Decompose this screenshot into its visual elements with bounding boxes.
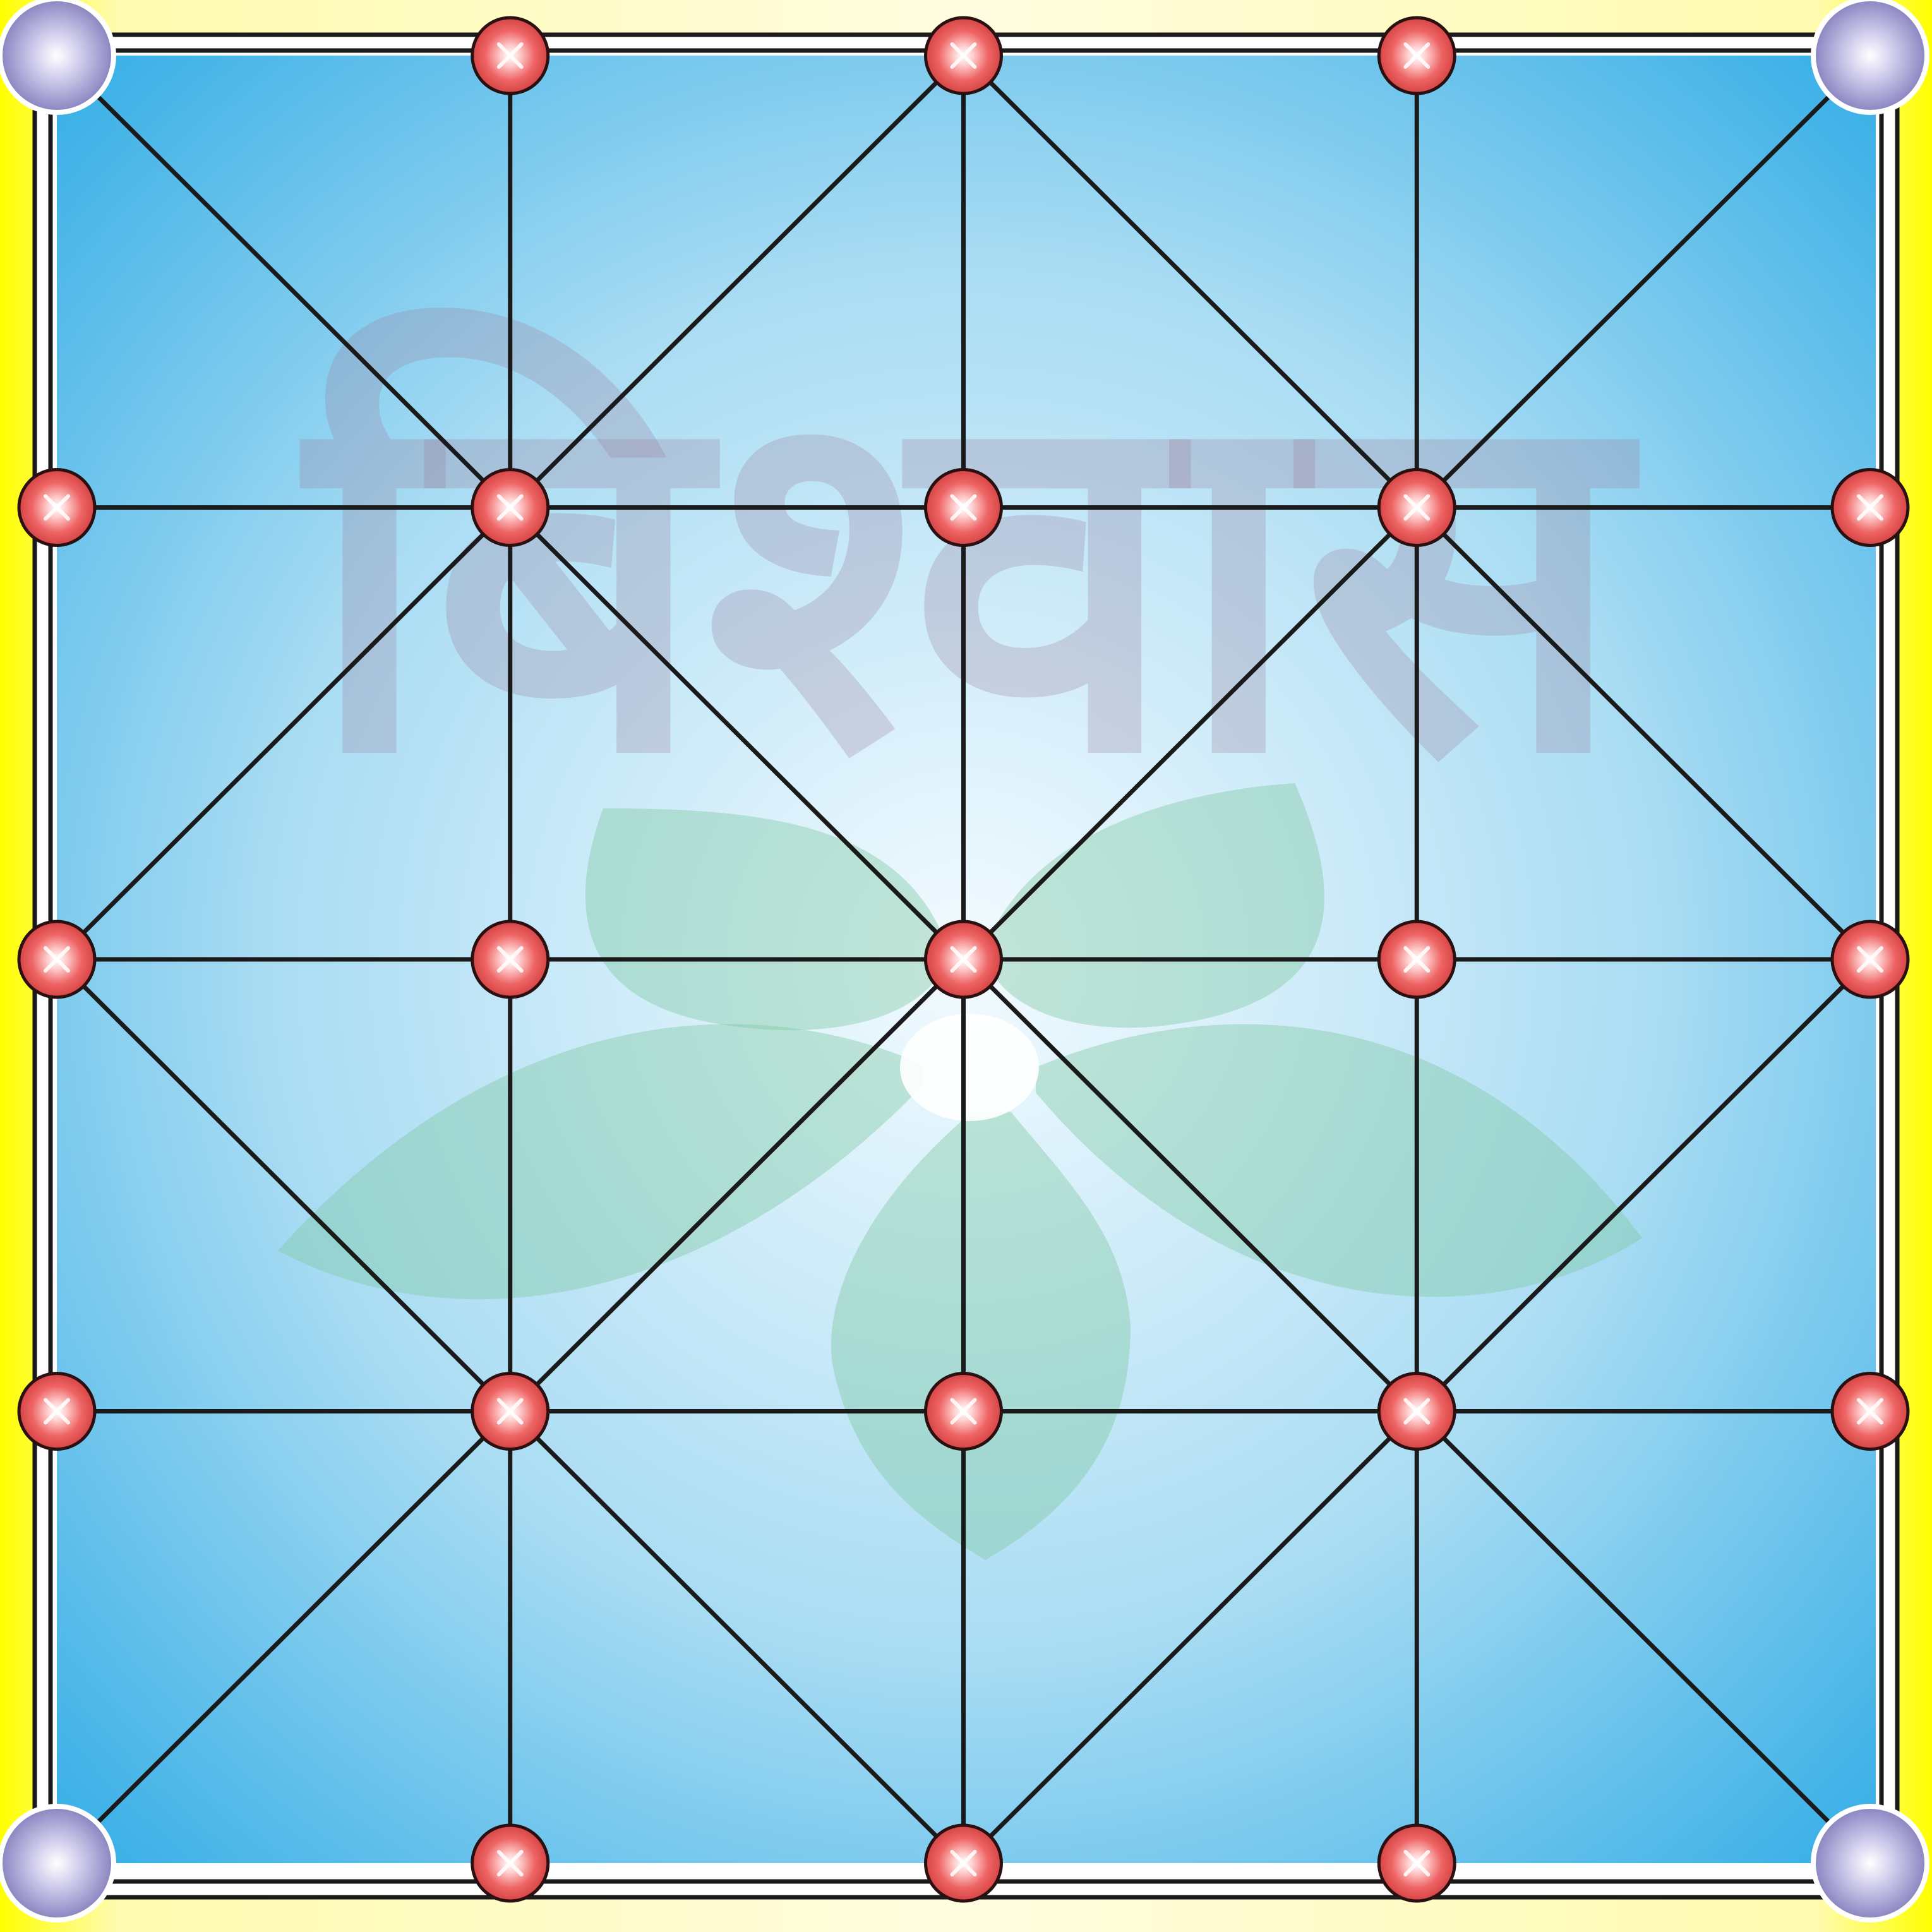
red-piece[interactable] (472, 470, 548, 546)
red-piece[interactable] (19, 921, 95, 997)
red-piece[interactable] (472, 1374, 548, 1449)
red-piece[interactable] (19, 470, 95, 546)
red-piece[interactable] (472, 921, 548, 997)
red-piece[interactable] (1379, 470, 1455, 546)
red-piece[interactable] (1379, 921, 1455, 997)
blue-piece[interactable] (1813, 1806, 1927, 1920)
blue-piece[interactable] (0, 1806, 114, 1920)
blue-piece[interactable] (1813, 0, 1927, 112)
red-piece[interactable] (472, 18, 548, 93)
red-piece[interactable] (926, 470, 1002, 546)
blue-piece[interactable] (0, 0, 114, 112)
red-piece[interactable] (1379, 1374, 1455, 1449)
red-piece[interactable] (926, 921, 1002, 997)
red-piece[interactable] (926, 1825, 1002, 1901)
red-piece[interactable] (926, 18, 1002, 93)
red-piece[interactable] (1832, 921, 1908, 997)
watermark-flower-center (900, 1014, 1039, 1121)
red-piece[interactable] (1379, 1825, 1455, 1901)
red-piece[interactable] (1832, 470, 1908, 546)
red-piece[interactable] (19, 1374, 95, 1449)
red-piece[interactable] (1379, 18, 1455, 93)
watermark-text: बिश्वास (300, 301, 1646, 859)
red-piece[interactable] (1832, 1374, 1908, 1449)
red-piece[interactable] (472, 1825, 548, 1901)
red-piece[interactable] (926, 1374, 1002, 1449)
